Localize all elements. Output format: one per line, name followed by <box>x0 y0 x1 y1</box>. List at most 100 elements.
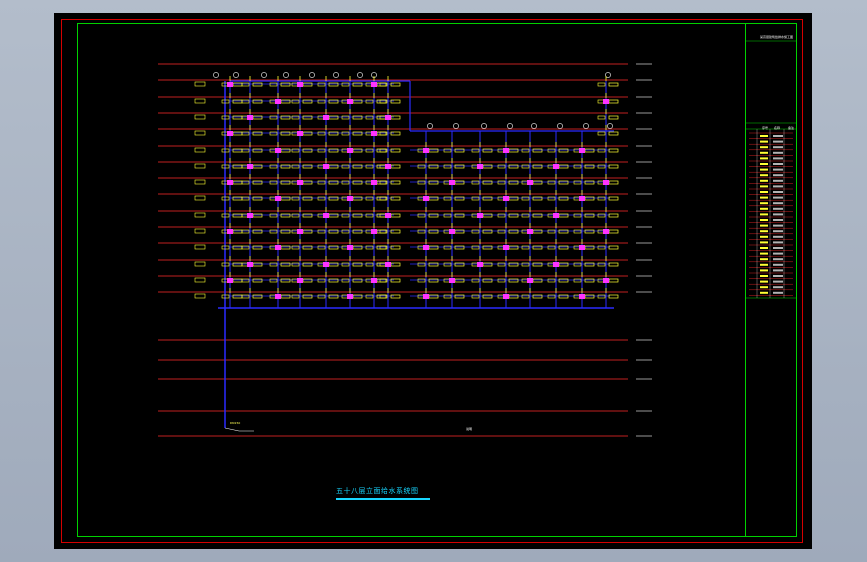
tb-entry <box>773 241 783 244</box>
fixture <box>428 245 439 250</box>
fixture <box>352 196 363 201</box>
fixture <box>341 164 350 169</box>
fixture <box>471 294 480 299</box>
fixture <box>558 148 569 153</box>
fixture <box>241 245 250 250</box>
fixture <box>232 148 243 153</box>
fixture <box>428 148 439 153</box>
fixture <box>508 213 519 218</box>
fixture <box>584 245 595 250</box>
fixture <box>390 164 401 169</box>
fixture <box>232 262 243 267</box>
valve-mark <box>579 148 585 153</box>
valve-mark <box>227 180 233 185</box>
fixture <box>221 245 230 250</box>
fixture <box>608 294 619 299</box>
fixture <box>341 213 350 218</box>
fixture <box>280 245 291 250</box>
tb-entry <box>760 168 768 171</box>
fixture <box>352 115 363 120</box>
note-label: 说明 <box>466 427 473 431</box>
valve-mark <box>227 82 233 87</box>
fixture <box>365 213 374 218</box>
fixture <box>379 99 388 104</box>
fixture <box>376 131 387 136</box>
valve-mark <box>385 213 391 218</box>
fixture <box>521 245 530 250</box>
tb-entry <box>773 140 783 143</box>
fixture <box>390 99 401 104</box>
fixture <box>573 229 582 234</box>
valve-mark <box>449 278 455 283</box>
fixture <box>352 99 363 104</box>
fixture <box>302 148 313 153</box>
fixture <box>365 115 374 120</box>
fixture <box>302 229 313 234</box>
fixture <box>241 148 250 153</box>
fixture <box>417 278 426 283</box>
fixture <box>508 278 519 283</box>
fixture <box>597 294 606 299</box>
valve-mark <box>385 262 391 267</box>
fixture <box>558 262 569 267</box>
fixture <box>532 148 543 153</box>
floor-tag <box>194 244 206 250</box>
fixture <box>317 245 326 250</box>
floor-tag <box>194 130 206 136</box>
valve-mark <box>323 262 329 267</box>
tb-entry <box>760 213 768 216</box>
fixture <box>379 278 388 283</box>
valve-mark <box>275 196 281 201</box>
riser-tag <box>583 123 589 129</box>
fixture <box>232 294 243 299</box>
fixture <box>269 115 278 120</box>
fixture <box>221 164 230 169</box>
fixture <box>341 229 350 234</box>
tb-entry <box>760 230 768 233</box>
fixture <box>317 278 326 283</box>
fixture <box>521 262 530 267</box>
fixture <box>428 164 439 169</box>
fixture <box>454 262 465 267</box>
riser-tag <box>283 72 289 78</box>
fixture <box>291 213 300 218</box>
fixture <box>584 229 595 234</box>
fixture <box>328 99 339 104</box>
riser-tag <box>357 72 363 78</box>
tb-entry <box>760 196 768 199</box>
fixture <box>221 148 230 153</box>
fixture <box>547 294 556 299</box>
fixture <box>597 115 606 120</box>
fixture <box>280 99 291 104</box>
fixture <box>252 99 263 104</box>
fixture <box>302 278 313 283</box>
riser-tag <box>507 123 513 129</box>
tb-entry <box>760 179 768 182</box>
valve-mark <box>347 99 353 104</box>
valve-mark <box>297 229 303 234</box>
fixture <box>252 82 263 87</box>
valve-mark <box>371 278 377 283</box>
fixture <box>558 278 569 283</box>
fixture <box>232 196 243 201</box>
valve-mark <box>247 164 253 169</box>
fixture <box>584 164 595 169</box>
fixture <box>328 196 339 201</box>
valve-mark <box>297 180 303 185</box>
fixture <box>379 131 388 136</box>
fixture <box>497 262 506 267</box>
fixture <box>532 262 543 267</box>
fixture <box>584 213 595 218</box>
riser-tag <box>453 123 459 129</box>
floor-tag <box>194 163 206 169</box>
fixture <box>497 278 506 283</box>
fixture <box>547 278 556 283</box>
fixture <box>376 82 387 87</box>
fixture <box>317 229 326 234</box>
fixture <box>608 148 619 153</box>
valve-mark <box>527 278 533 283</box>
fixture <box>376 294 387 299</box>
fixture <box>328 245 339 250</box>
fixture <box>532 196 543 201</box>
fixture <box>521 294 530 299</box>
